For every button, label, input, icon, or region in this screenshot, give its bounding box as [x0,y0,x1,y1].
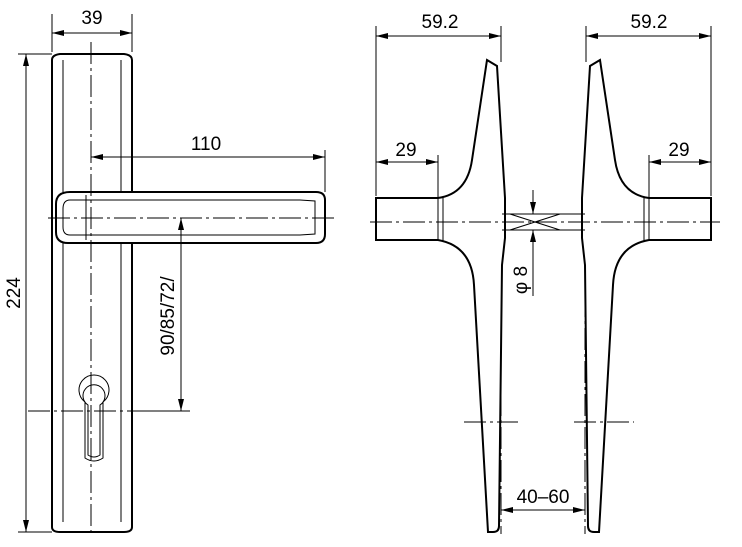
dim-door-thickness: 40–60 [501,487,585,513]
front-view [28,42,335,534]
dim-handle-length-label: 110 [191,134,221,155]
dim-height-total: 224 [4,53,52,533]
rose-left [375,58,506,533]
rose-right [581,58,712,533]
dim-handle-length: 110 [91,134,326,192]
dim-rose-left-label: 29 [395,140,416,161]
dim-side-right-width: 59.2 [585,12,712,196]
dim-plate-width-label: 39 [81,8,102,29]
keyhole [78,374,110,462]
dim-side-left-width: 59.2 [375,12,502,196]
dim-spindle-square: φ 8 [511,190,536,296]
dim-plate-width: 39 [51,8,133,52]
dim-spindle-to-keyhole: 90/85/72/ [132,218,190,412]
side-view [370,58,720,534]
dim-spindle-to-keyhole-label: 90/85/72/ [158,276,179,356]
dim-rose-right: 29 [648,140,711,198]
dim-door-thickness-label: 40–60 [517,487,570,508]
dim-rose-right-label: 29 [668,140,689,161]
dim-side-left-width-label: 59.2 [422,12,459,33]
dim-height-total-label: 224 [4,277,25,309]
dim-rose-left: 29 [376,140,439,198]
dim-spindle-square-label: φ 8 [511,266,532,294]
backplate [51,53,133,533]
dim-side-right-width-label: 59.2 [631,12,668,33]
